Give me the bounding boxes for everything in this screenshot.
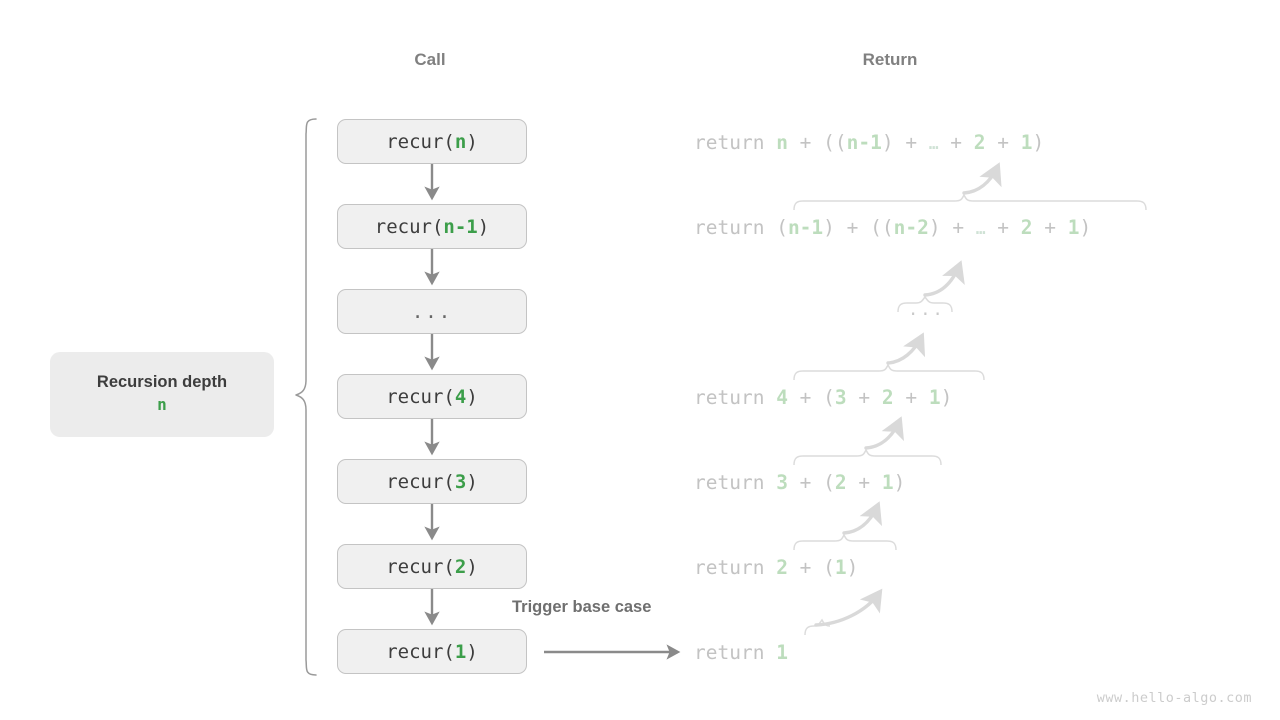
return-expression: 1 (776, 640, 788, 664)
return-line-4: return 4 + (3 + 2 + 1) (694, 380, 952, 414)
call-prefix: recur( (386, 470, 455, 493)
call-suffix: ) (466, 385, 478, 408)
call-box-ellipsis-text: ... (411, 300, 453, 323)
return-keyword: return (694, 555, 777, 579)
call-box-3[interactable]: recur(3) (337, 459, 527, 504)
return-line-n: return n + ((n-1) + … + 2 + 1) (694, 125, 1044, 159)
call-argument: 1 (454, 640, 467, 663)
call-box-1[interactable]: recur(1) (337, 629, 527, 674)
return-expression: (n-1) + ((n-2) + … + 2 + 1) (776, 215, 1092, 239)
return-ellipsis-row: ... (908, 300, 945, 320)
recursion-depth-brace (295, 118, 317, 676)
call-argument: 4 (454, 385, 467, 408)
call-prefix: recur( (386, 130, 455, 153)
call-suffix: ) (466, 470, 478, 493)
call-suffix: ) (477, 215, 490, 238)
call-box-n1[interactable]: recur(n-1) (337, 204, 527, 249)
return-keyword: return (694, 640, 777, 664)
return-line-3: return 3 + (2 + 1) (694, 465, 905, 499)
call-prefix: recur( (386, 385, 455, 408)
column-header-call: Call (414, 50, 446, 69)
return-keyword: return (694, 385, 777, 409)
call-box-text: recur(4) (386, 386, 478, 408)
return-expression: n + ((n-1) + … + 2 + 1) (776, 130, 1045, 154)
call-argument: 2 (454, 555, 467, 578)
call-prefix: recur( (386, 555, 455, 578)
return-expression: 4 + (3 + 2 + 1) (776, 385, 953, 409)
call-box-n[interactable]: recur(n) (337, 119, 527, 164)
call-box-text: recur(n) (386, 131, 478, 153)
return-keyword: return (694, 470, 777, 494)
call-suffix: ) (466, 555, 478, 578)
call-suffix: ) (466, 130, 478, 153)
call-argument: 3 (454, 470, 467, 493)
call-argument: n (454, 130, 467, 153)
call-box-text: recur(n-1) (375, 216, 489, 238)
return-expression: 3 + (2 + 1) (776, 470, 906, 494)
call-argument: n-1 (443, 215, 478, 238)
call-box-text: recur(2) (386, 556, 478, 578)
column-header-return: Return (862, 50, 918, 69)
recursion-depth-title: Recursion depth (96, 373, 228, 392)
return-keyword: return (694, 130, 777, 154)
call-box-dots[interactable]: ... (337, 289, 527, 334)
call-prefix: recur( (386, 640, 455, 663)
recursion-depth-label: Recursion depth n (50, 352, 274, 437)
call-box-4[interactable]: recur(4) (337, 374, 527, 419)
return-keyword: return (694, 215, 777, 239)
return-line-2: return 2 + (1) (694, 550, 858, 584)
return-line-n1: return (n-1) + ((n-2) + … + 2 + 1) (694, 210, 1091, 244)
return-line-1: return 1 (694, 635, 788, 669)
call-box-text: recur(1) (386, 641, 478, 663)
recursion-depth-value: n (157, 394, 167, 414)
trigger-base-case-label: Trigger base case (512, 598, 652, 616)
call-box-text: recur(3) (386, 471, 478, 493)
call-prefix: recur( (374, 215, 444, 238)
call-box-2[interactable]: recur(2) (337, 544, 527, 589)
return-expression: 2 + (1) (776, 555, 859, 579)
watermark: www.hello-algo.com (1096, 690, 1252, 706)
call-suffix: ) (466, 640, 478, 663)
